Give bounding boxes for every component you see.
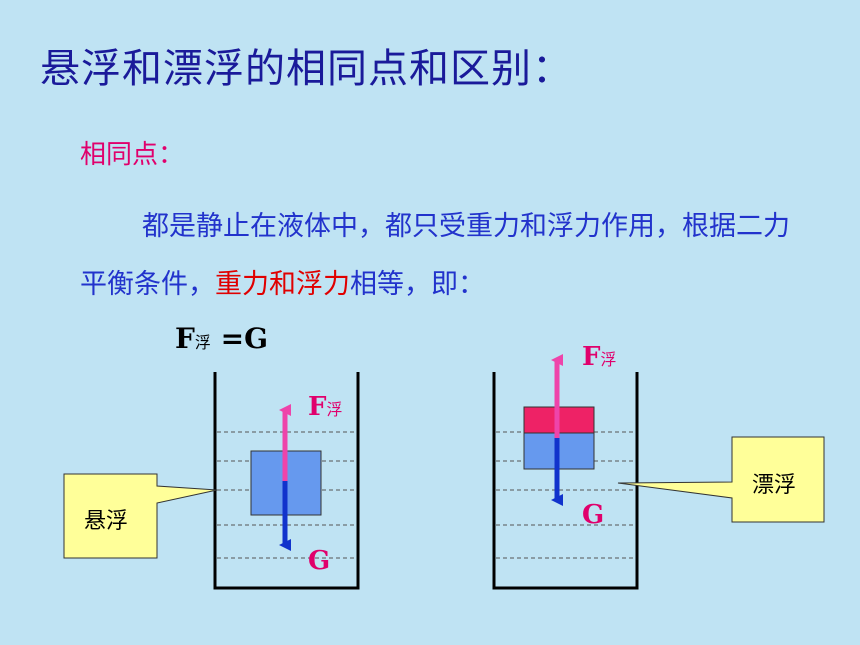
float-callout-text: 漂浮 bbox=[752, 473, 797, 498]
similarity-heading: 相同点： bbox=[80, 140, 185, 170]
paragraph-text-1: 都是静止在液体中，都只受重力和浮力作用，根据二力平衡条件， bbox=[80, 211, 790, 300]
left-buoyant-label: F浮 bbox=[308, 392, 342, 422]
left-callout-box bbox=[63, 473, 218, 559]
suspend-callout-text: 悬浮 bbox=[84, 509, 129, 534]
right-buoyant-label: F浮 bbox=[582, 342, 616, 372]
formula: F浮 =G bbox=[175, 322, 268, 355]
left-f-sub: 浮 bbox=[326, 400, 343, 419]
paragraph-highlight: 重力和浮力 bbox=[215, 269, 350, 300]
explanation-paragraph: 都是静止在液体中，都只受重力和浮力作用，根据二力平衡条件，重力和浮力相等，即： bbox=[80, 198, 800, 314]
paragraph-text-2: 相等，即： bbox=[350, 269, 485, 300]
page-title: 悬浮和漂浮的相同点和区别： bbox=[40, 46, 573, 92]
right-callout-box bbox=[617, 436, 825, 523]
right-f-sub: 浮 bbox=[600, 350, 617, 369]
right-gravity-label: G bbox=[582, 500, 605, 530]
formula-rest: =G bbox=[210, 322, 269, 355]
right-f-letter: F bbox=[582, 342, 601, 372]
left-gravity-label: G bbox=[308, 546, 331, 576]
formula-f: F bbox=[175, 322, 195, 355]
left-container bbox=[213, 372, 360, 590]
right-container bbox=[492, 372, 639, 590]
formula-sub: 浮 bbox=[194, 333, 211, 352]
left-f-letter: F bbox=[308, 392, 327, 422]
